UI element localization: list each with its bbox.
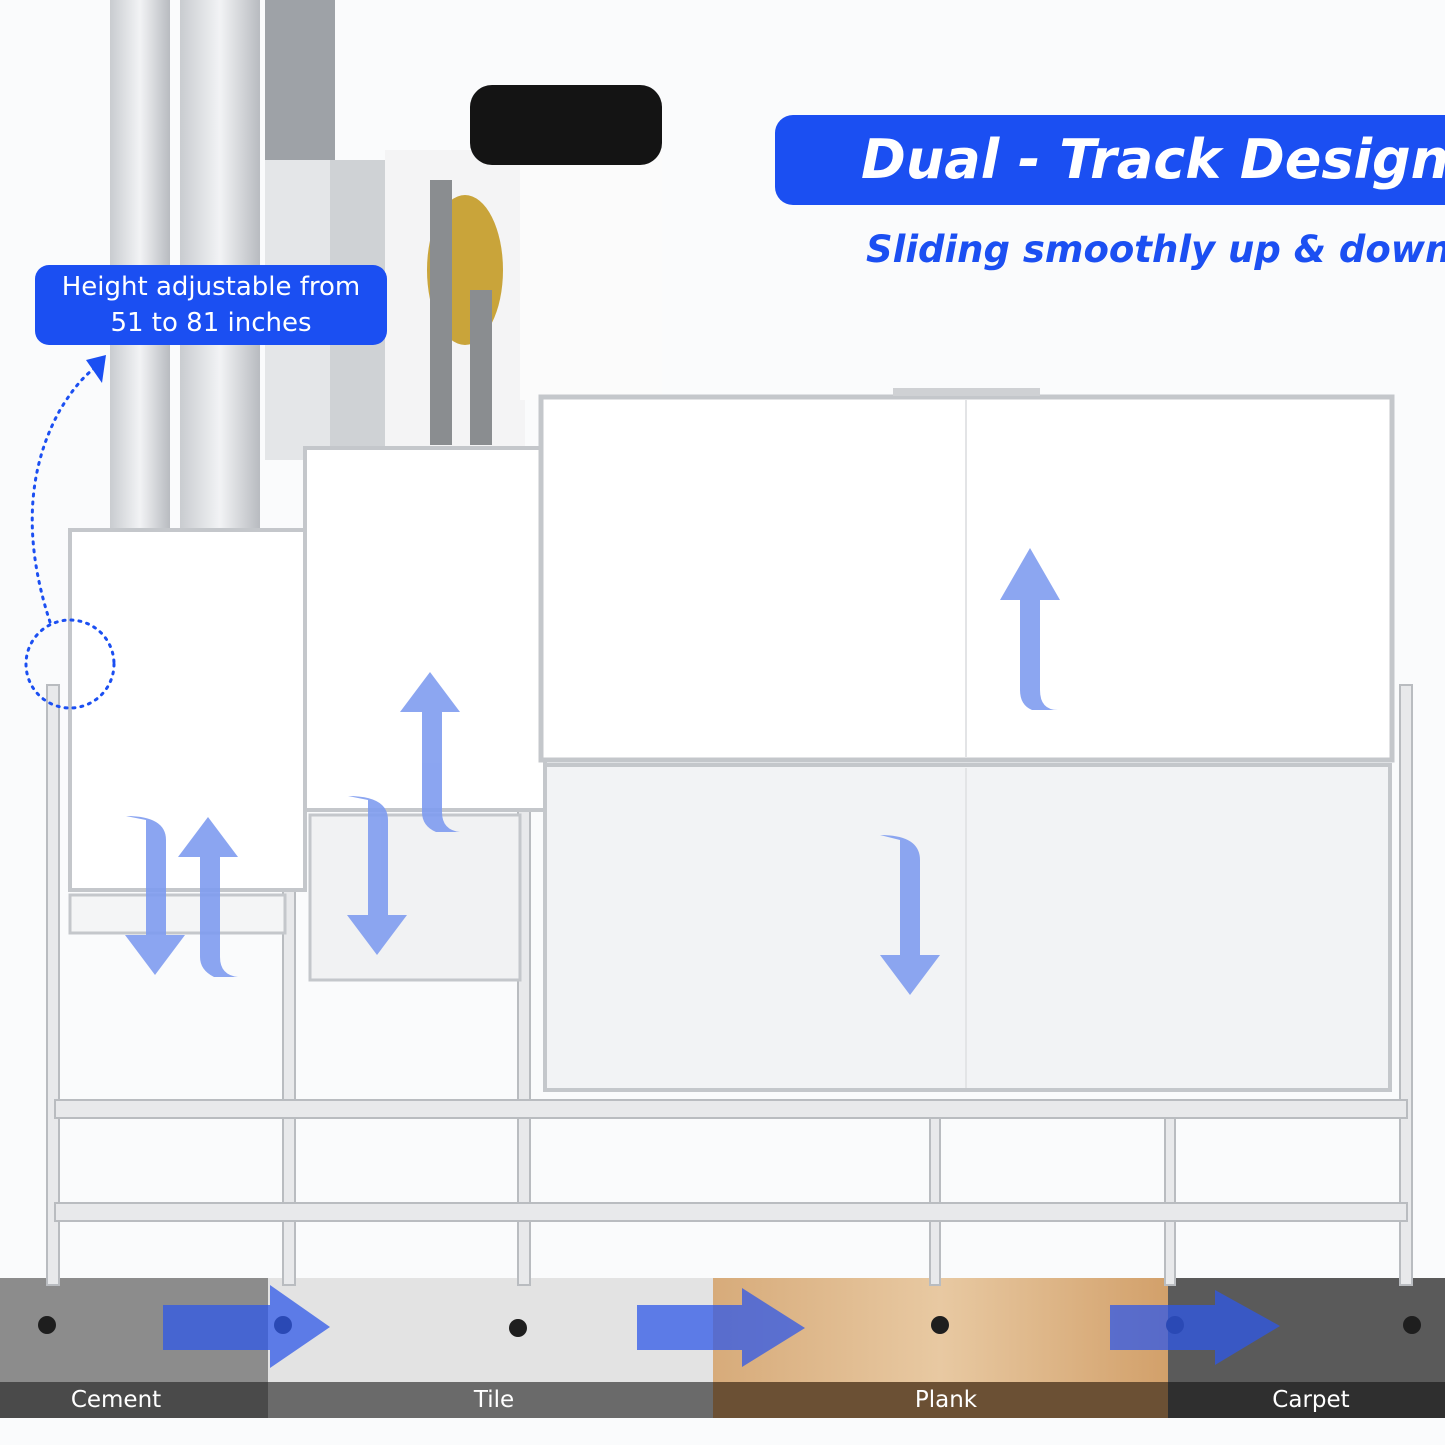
subtitle: Sliding smoothly up & down [866,228,1445,271]
arrow-up-icon [178,817,238,977]
arrow-right-icon [1110,1290,1280,1365]
small-whiteboard [68,528,307,935]
arrow-down-icon [880,835,940,995]
arrow-head-icon [86,355,106,383]
callout-line-2: 51 to 81 inches [110,308,312,338]
arrow-up-icon [1000,548,1060,710]
arrow-up-icon [400,672,460,832]
arrow-down-icon [125,816,185,975]
arrow-right-icon [637,1288,805,1367]
height-callout: Height adjustable from 51 to 81 inches [35,265,387,345]
arrow-right-icon [163,1285,330,1368]
large-whiteboard [538,388,1395,1092]
floor-label-plank: Plank [914,1387,978,1413]
title-banner: Dual - Track Design [775,115,1445,205]
end-cap [470,85,662,165]
floor-label-tile: Tile [473,1387,515,1413]
motion-arrows [125,548,1060,995]
floor-label-carpet: Carpet [1272,1387,1350,1413]
floor-label-cement: Cement [70,1387,162,1413]
floor-arrows [163,1285,1280,1368]
dotted-pointer [24,366,116,710]
callout-line-1: Height adjustable from [61,272,361,302]
arrow-down-icon [347,796,407,955]
